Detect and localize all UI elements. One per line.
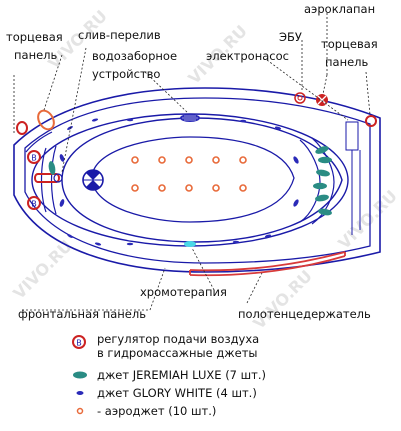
overflow-plug — [53, 173, 63, 183]
leader-polotence — [246, 272, 263, 304]
watermark-text: VIVO.RU — [9, 236, 76, 303]
rim-dashes — [67, 118, 282, 246]
label-electronasos: электронасос — [206, 49, 289, 63]
bath-outer-contour — [13, 87, 381, 273]
aero-jet — [239, 184, 247, 192]
aero-jet — [239, 156, 247, 164]
legend-glory-label: джет GLORY WHITE (4 шт.) — [97, 386, 257, 400]
legend-jeremiah-icon — [73, 371, 87, 379]
bath-bowl — [61, 117, 343, 243]
aero-jet — [158, 156, 166, 164]
label-ebu: ЭБУ — [279, 30, 302, 44]
overflow-drain — [34, 173, 63, 183]
jeremiah-jet — [48, 161, 56, 175]
watermark-text: VIVO.RU — [334, 186, 401, 253]
legend-glory-icon — [76, 391, 84, 395]
label-vodozabor-1: водозаборное — [92, 49, 177, 63]
pillow-right — [299, 139, 321, 223]
bath-rim-contour — [24, 97, 371, 264]
leader-tortsevaya-left — [43, 54, 63, 111]
end-panel-left-marker — [16, 121, 28, 135]
end-panel-right-marker — [365, 115, 377, 127]
towel-rail-cap — [189, 252, 346, 275]
aero-jet — [158, 184, 166, 192]
towel-rail — [189, 251, 346, 277]
rim-dash — [67, 234, 73, 238]
chromotherapy-light — [184, 241, 196, 247]
regulator-symbol: B — [31, 200, 37, 209]
glory-jet — [293, 199, 299, 207]
aero-jets — [131, 156, 247, 192]
ebu-indicator — [294, 92, 306, 104]
regulator-top: B — [27, 150, 41, 164]
label-hromoterapiya: хромотерапия — [140, 285, 227, 299]
label-tortsevaya-left-1: торцевая — [6, 30, 63, 44]
aero-jet — [212, 156, 220, 164]
glory-jet — [59, 199, 65, 207]
rim-dash — [91, 118, 99, 122]
rim-dash — [274, 126, 282, 130]
leader-lines — [13, 13, 371, 311]
label-sliv: слив-перелив — [78, 28, 161, 42]
rim-dash — [126, 118, 134, 122]
jeremiah-jet — [315, 146, 329, 154]
headrest-left — [40, 147, 47, 213]
glory-jets — [59, 154, 299, 207]
left-pillow-oval — [37, 109, 55, 131]
aero-jet — [185, 156, 193, 164]
leader-frontalnaya — [22, 267, 166, 311]
end-shelf-left — [25, 131, 53, 153]
legend-regulator-symbol: B — [72, 335, 86, 349]
legend: B регулятор подачи воздуха в гидромассаж… — [72, 332, 266, 418]
rim-dash — [67, 126, 73, 130]
legend-jeremiah-label: джет JEREMIAH LUXE (7 шт.) — [97, 368, 266, 382]
rim-dash — [264, 234, 272, 238]
watermark-text: VIVO.RU — [249, 266, 316, 333]
jeremiah-jets — [48, 146, 332, 216]
bath-deck — [31, 113, 349, 247]
leader-tortsevaya-right — [365, 71, 371, 116]
jeremiah-jet — [316, 169, 330, 177]
aero-jet — [185, 184, 193, 192]
label-aeroklapan: аэроклапан — [304, 2, 375, 16]
leader-hromoterapiya — [191, 247, 215, 291]
legend-aero-label: - аэроджет (10 шт.) — [97, 404, 216, 418]
headrest-left-inner — [50, 145, 57, 215]
legend-regulator-line2: в гидромассажные джеты — [97, 346, 258, 360]
jeremiah-jet — [313, 182, 327, 190]
glory-jet — [293, 156, 299, 164]
glory-jet — [59, 154, 65, 162]
label-polotence: полотенцедержатель — [238, 307, 371, 321]
drain-plug — [82, 169, 104, 191]
label-tortsevaya-left-2: панель — [14, 48, 58, 62]
aero-jet — [131, 184, 139, 192]
aero-jet — [131, 156, 139, 164]
leader-vodozabor — [144, 71, 189, 114]
bath-basin — [91, 136, 295, 223]
legend-regulator-letter: B — [76, 339, 82, 348]
label-tortsevaya-right-2: панель — [325, 55, 369, 69]
leader-sliv — [61, 47, 87, 173]
water-intake-device — [180, 114, 200, 122]
leader-aeroklapan — [322, 13, 328, 95]
rim-dash — [239, 119, 247, 123]
jeremiah-jet — [318, 156, 332, 164]
leader-electronasos — [266, 59, 349, 121]
jeremiah-jet — [318, 208, 332, 216]
jeremiah-jet — [315, 194, 329, 202]
label-frontalnaya: фронтальная панель — [18, 307, 146, 321]
legend-aero-icon — [76, 407, 84, 415]
rim-dash — [94, 242, 102, 246]
regulator-bottom: B — [27, 196, 41, 210]
regulator-symbol: B — [31, 154, 37, 163]
pump-housing — [345, 121, 359, 151]
label-tortsevaya-right-1: торцевая — [321, 37, 378, 51]
label-vodozabor-2: устройство — [92, 67, 160, 81]
aero-jet — [212, 184, 220, 192]
rim-dash — [126, 242, 134, 246]
rim-dash — [232, 240, 240, 244]
legend-regulator-line1: регулятор подачи воздуха — [97, 332, 259, 346]
